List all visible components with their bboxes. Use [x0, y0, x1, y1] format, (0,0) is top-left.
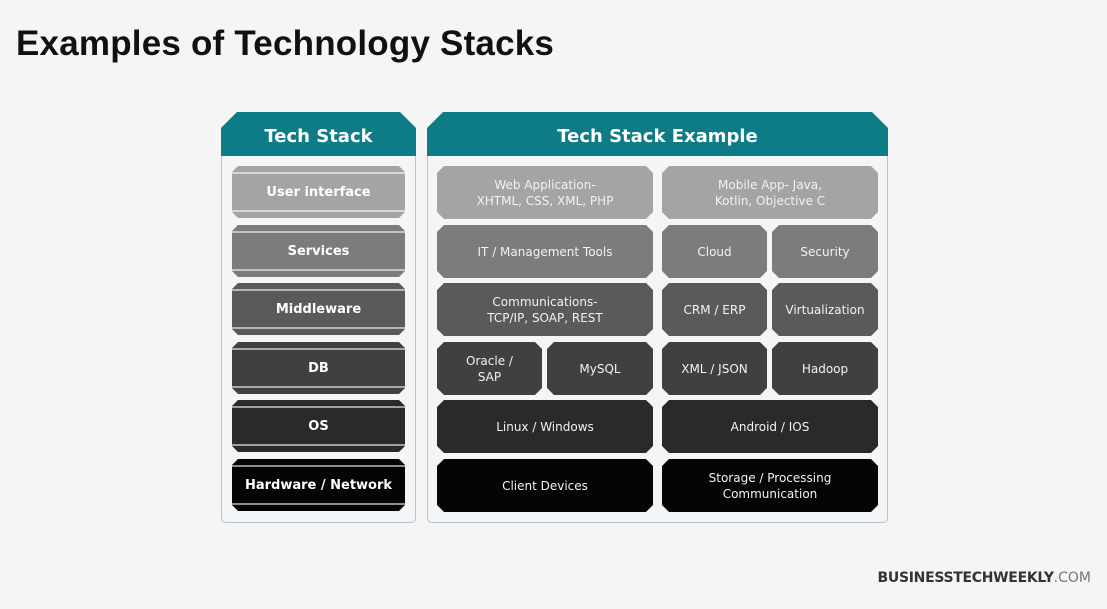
example-virtualization: Virtualization: [772, 283, 878, 336]
example-cloud: Cloud: [662, 225, 767, 278]
brand-domain: .COM: [1053, 570, 1091, 586]
example-crm-erp: CRM / ERP: [662, 283, 767, 336]
layer-db: DB: [232, 342, 405, 394]
example-linux-windows: Linux / Windows: [437, 400, 653, 453]
layer-user-interface: User interface: [232, 166, 405, 218]
layer-services: Services: [232, 225, 405, 277]
brand-logo: BUSINESSTECHWEEKLY.COM: [878, 570, 1091, 586]
tech-stack-header: Tech Stack: [221, 112, 416, 156]
example-xml-json: XML / JSON: [662, 342, 767, 395]
example-mobile-app: Mobile App- Java, Kotlin, Objective C: [662, 166, 878, 219]
example-android-ios: Android / IOS: [662, 400, 878, 453]
tech-stack-panel: Tech Stack User interface Services Middl…: [221, 156, 416, 523]
example-hadoop: Hadoop: [772, 342, 878, 395]
layer-os: OS: [232, 400, 405, 452]
page-title: Examples of Technology Stacks: [16, 24, 555, 63]
example-client-devices: Client Devices: [437, 459, 653, 512]
layer-middleware: Middleware: [232, 283, 405, 335]
tech-stack-example-header: Tech Stack Example: [427, 112, 888, 156]
layer-hardware-network: Hardware / Network: [232, 459, 405, 511]
example-web-application: Web Application- XHTML, CSS, XML, PHP: [437, 166, 653, 219]
brand-name: BUSINESSTECHWEEKLY: [877, 570, 1054, 586]
tech-stack-example-panel: Tech Stack Example Web Application- XHTM…: [427, 156, 888, 523]
example-security: Security: [772, 225, 878, 278]
example-mysql: MySQL: [547, 342, 653, 395]
example-storage-processing: Storage / Processing Communication: [662, 459, 878, 512]
example-communications: Communications- TCP/IP, SOAP, REST: [437, 283, 653, 336]
example-oracle-sap: Oracle / SAP: [437, 342, 542, 395]
example-it-management-tools: IT / Management Tools: [437, 225, 653, 278]
